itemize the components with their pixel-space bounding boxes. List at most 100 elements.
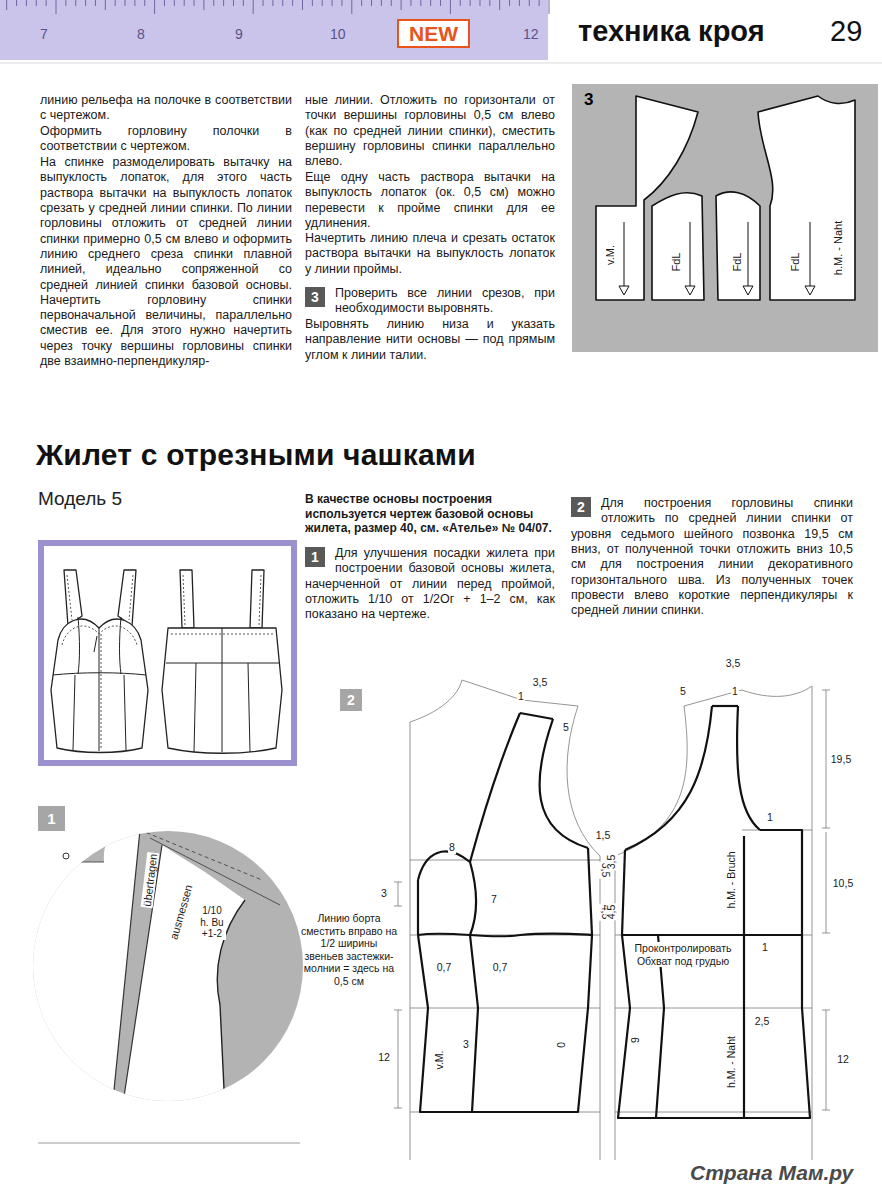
ruler-number: 10 — [330, 26, 346, 43]
ruler-tick — [322, 0, 323, 6]
header-rule — [0, 63, 882, 64]
figure-2-draft-part-part — [737, 706, 760, 830]
figure-2-draft-part-part — [394, 882, 402, 906]
ruler-tick — [332, 0, 333, 6]
ruler-tick — [223, 0, 224, 6]
dimension: 3 — [380, 888, 388, 900]
model-sketch-part-part — [64, 570, 82, 626]
dimension: 1 — [766, 812, 774, 824]
ruler-tick — [361, 0, 362, 6]
figure-2-draft-part-part — [418, 935, 592, 1112]
ruler-tick — [243, 0, 244, 6]
figure-2-draft-part-part — [742, 686, 812, 696]
footer-rule — [38, 1143, 300, 1144]
figure-3-pattern-part-part — [743, 286, 753, 295]
model-sketch-part-part — [183, 575, 185, 626]
dimension: 3,5 — [532, 677, 549, 689]
ruler-tick — [272, 0, 273, 6]
ruler-tick — [312, 0, 313, 6]
ruler-tick — [420, 0, 421, 6]
figure-2-draft-part-part — [410, 860, 600, 861]
figure-1-detail-part-part — [30, 806, 100, 830]
figure-3-pattern-part-part — [685, 286, 695, 295]
model-sketch-part-part — [101, 634, 102, 748]
ruler-tick — [213, 0, 214, 6]
dimension: 7 — [490, 894, 498, 906]
node-text: 1 — [47, 811, 55, 826]
figure-2-draft-part-part — [470, 935, 478, 1112]
ruler-tick — [440, 0, 441, 6]
figure-2-draft-part-part — [410, 722, 411, 1160]
figure-1-detail-part-part — [150, 838, 280, 905]
figure-3-pattern-part-part — [652, 193, 704, 300]
ruler-tick — [410, 0, 411, 6]
pattern-mark: FdL — [731, 252, 743, 273]
ruler-band-part — [7, 0, 549, 14]
step-text: Для построения горловины спинки отложить… — [571, 496, 853, 619]
pattern-mark: v.M. — [434, 1049, 446, 1070]
ruler-band — [0, 0, 549, 60]
node-text: 2 — [347, 693, 355, 707]
body-text: ные линии. Отложить по горизонтали от то… — [305, 93, 555, 170]
figure-3-pattern-part — [572, 84, 878, 352]
ruler-tick — [341, 0, 342, 6]
dimension: 0,7 — [436, 962, 453, 974]
figure-2-draft-part-part — [712, 705, 738, 707]
intro-text: В качестве основы построения используетс… — [305, 492, 555, 536]
node-text: 3 — [311, 290, 319, 304]
node-text: 1 — [311, 550, 319, 564]
dimension: 1 — [517, 691, 525, 703]
ruler-tick — [292, 0, 293, 6]
ruler-number: 9 — [235, 26, 243, 43]
figure-2-draft-part-part — [540, 719, 588, 848]
ruler-tick — [105, 0, 106, 10]
dimension: 9 — [630, 1036, 642, 1044]
ruler-tick — [115, 0, 116, 6]
dimension: 10,5 — [832, 878, 854, 890]
figure-3-pattern-part-part — [810, 222, 811, 286]
model-sketch-part-part — [129, 575, 133, 620]
model-number: Модель 5 — [38, 487, 122, 510]
step-text: Проверить все линии срезов, при необходи… — [305, 286, 555, 317]
body-text: Выровнять линию низа и указать направлен… — [305, 317, 555, 363]
model-sketch-part-part — [222, 628, 223, 752]
model-sketch-part-part — [248, 663, 250, 752]
ruler-tick — [125, 0, 126, 6]
ruler-tick — [302, 0, 303, 10]
ruler-tick — [154, 0, 155, 14]
step-number: 2 — [571, 497, 591, 517]
ruler-tick — [479, 0, 480, 6]
ruler-band-part — [0, 0, 548, 60]
model-sketch-part-part — [250, 570, 264, 628]
figure-3-pattern — [572, 84, 878, 352]
ruler-tick — [391, 0, 392, 6]
figure-1-detail-part-part — [122, 845, 245, 1110]
ruler-tick — [450, 0, 451, 14]
dimension: 3,5 — [606, 854, 618, 871]
dimension: 0,7 — [492, 962, 509, 974]
node-text: 3 — [584, 91, 866, 108]
ruler-tick — [539, 0, 540, 6]
figure-1-detail-part — [63, 853, 69, 859]
figure-2-draft-part-part — [625, 706, 712, 850]
figure-2-draft-part-part — [418, 933, 592, 936]
figure-2-draft-part-part — [470, 713, 520, 862]
model-sketch-part-part — [78, 617, 80, 674]
dimension: 3 — [462, 1039, 470, 1051]
dimension: 4,5 — [606, 904, 618, 921]
ruler-tick — [194, 0, 195, 6]
ruler-tick — [509, 0, 510, 6]
body-text: линию рельефа на полочке в соответствии … — [40, 93, 292, 124]
ruler-tick — [263, 0, 264, 6]
figure-tag: 1 — [38, 806, 65, 831]
dimension: 1 — [761, 942, 769, 954]
ruler-tick — [75, 0, 76, 6]
note: Проконтролировать Обхват под грудью — [627, 942, 739, 967]
figure-1-detail-part-part — [20, 830, 140, 1110]
model-sketch-part-part — [51, 619, 148, 752]
node-text: NEW — [409, 23, 458, 44]
ruler-tick — [371, 0, 372, 6]
ruler-tick — [233, 0, 234, 6]
pattern-mark: h.M. - Naht — [832, 220, 844, 276]
figure-2-draft-part-part — [822, 1010, 830, 1110]
